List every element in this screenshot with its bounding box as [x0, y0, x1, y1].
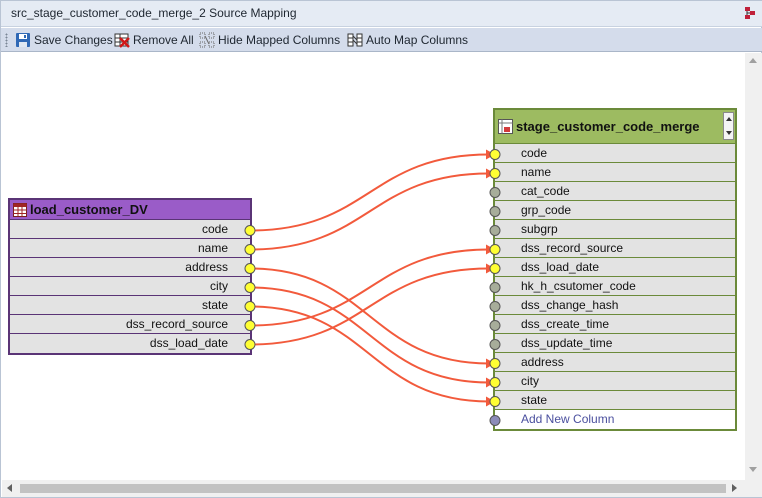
mapping-line[interactable]: [249, 267, 490, 346]
source-column-row[interactable]: state: [10, 296, 250, 315]
target-column-label: city: [521, 374, 539, 388]
mapping-line[interactable]: [249, 248, 490, 327]
toolbar-grip[interactable]: [5, 33, 8, 47]
target-column-row[interactable]: code: [495, 144, 735, 163]
add-new-column-label[interactable]: Add New Column: [521, 412, 615, 426]
toolbar: Save Changes Remove All Hide Mapped Col: [1, 28, 762, 52]
target-column-row[interactable]: dss_load_date: [495, 258, 735, 277]
window-title: src_stage_customer_code_merge_2 Source M…: [11, 6, 297, 20]
source-column-label: state: [201, 298, 228, 312]
save-icon: [16, 33, 30, 47]
auto-map-columns-label: Auto Map Columns: [366, 33, 469, 47]
auto-map-icon: [347, 33, 363, 47]
source-column-row[interactable]: code: [10, 220, 250, 239]
source-table-name: load_customer_DV: [30, 202, 148, 217]
target-column-row[interactable]: state: [495, 391, 735, 410]
target-column-label: dss_create_time: [521, 317, 610, 331]
target-table-name: stage_customer_code_merge: [516, 119, 700, 134]
target-column-label: grp_code: [521, 203, 572, 217]
target-column-label: state: [521, 393, 548, 407]
source-column-label: address: [185, 260, 228, 274]
target-column-label: dss_load_date: [521, 260, 600, 274]
hide-mapped-columns-label: Hide Mapped Columns: [218, 33, 341, 47]
horizontal-scroll-thumb[interactable]: [20, 484, 726, 493]
scroll-right-arrow-icon[interactable]: [732, 484, 737, 492]
vertical-scrollbar[interactable]: [745, 53, 762, 480]
save-changes-button[interactable]: Save Changes: [15, 31, 113, 49]
target-column-label: hk_h_csutomer_code: [521, 279, 636, 293]
target-column-row[interactable]: grp_code: [495, 201, 735, 220]
target-column-label: dss_update_time: [521, 336, 613, 350]
mapping-line[interactable]: [249, 286, 490, 384]
target-column-label: subgrp: [521, 222, 558, 236]
source-column-row[interactable]: dss_load_date: [10, 334, 250, 353]
hide-columns-icon: [199, 32, 215, 48]
remove-all-button[interactable]: Remove All: [114, 31, 194, 49]
target-column-row[interactable]: subgrp: [495, 220, 735, 239]
save-changes-label: Save Changes: [34, 33, 113, 47]
remove-all-label: Remove All: [133, 33, 194, 47]
title-bar: src_stage_customer_code_merge_2 Source M…: [1, 1, 762, 27]
target-column-row[interactable]: dss_change_hash: [495, 296, 735, 315]
target-column-label: dss_change_hash: [521, 298, 619, 312]
mapping-canvas[interactable]: load_customer_DV code name address city stat…: [2, 53, 745, 480]
source-table-header[interactable]: load_customer_DV: [10, 200, 250, 220]
target-column-row[interactable]: dss_update_time: [495, 334, 735, 353]
mapping-line[interactable]: [249, 172, 490, 251]
source-column-row[interactable]: dss_record_source: [10, 315, 250, 334]
target-column-label: address: [521, 355, 564, 369]
mapping-line[interactable]: [249, 267, 490, 365]
stage-table-icon: [498, 119, 513, 134]
source-column-row[interactable]: address: [10, 258, 250, 277]
source-table[interactable]: load_customer_DV code name address city stat…: [8, 198, 252, 355]
hide-mapped-columns-button[interactable]: Hide Mapped Columns: [199, 31, 340, 49]
table-icon: [13, 202, 27, 217]
target-column-row[interactable]: name: [495, 163, 735, 182]
table-scroll-spinner[interactable]: [723, 112, 734, 140]
pin-icon[interactable]: [743, 6, 757, 20]
target-column-label: dss_record_source: [521, 241, 624, 255]
target-column-row[interactable]: dss_create_time: [495, 315, 735, 334]
scrollbar-corner: [745, 480, 762, 497]
target-column-label: code: [521, 146, 548, 160]
scroll-left-arrow-icon[interactable]: [7, 484, 12, 492]
target-column-row[interactable]: dss_record_source: [495, 239, 735, 258]
horizontal-scrollbar[interactable]: [2, 480, 745, 497]
source-column-row[interactable]: city: [10, 277, 250, 296]
remove-all-icon: [114, 33, 130, 48]
auto-map-columns-button[interactable]: Auto Map Columns: [347, 31, 468, 49]
mapping-line[interactable]: [249, 153, 490, 232]
target-column-row[interactable]: cat_code: [495, 182, 735, 201]
target-column-row[interactable]: address: [495, 353, 735, 372]
scroll-down-arrow-icon[interactable]: [749, 467, 757, 472]
scroll-down-icon[interactable]: [726, 131, 732, 135]
source-column-row[interactable]: name: [10, 239, 250, 258]
target-column-row[interactable]: city: [495, 372, 735, 391]
source-column-label: name: [197, 241, 228, 255]
source-column-label: city: [210, 279, 228, 293]
target-column-label: name: [521, 165, 552, 179]
source-column-label: code: [201, 222, 228, 236]
source-column-label: dss_load_date: [149, 336, 228, 350]
scroll-up-icon[interactable]: [726, 117, 732, 121]
target-column-row[interactable]: hk_h_csutomer_code: [495, 277, 735, 296]
target-column-label: cat_code: [521, 184, 570, 198]
add-new-column-row[interactable]: Add New Column: [495, 410, 735, 429]
source-column-label: dss_record_source: [125, 317, 228, 331]
mapping-line[interactable]: [249, 305, 490, 403]
target-table[interactable]: stage_customer_code_merge code name cat_co…: [493, 108, 737, 431]
target-table-header[interactable]: stage_customer_code_merge: [495, 110, 735, 144]
scroll-up-arrow-icon[interactable]: [749, 58, 757, 63]
